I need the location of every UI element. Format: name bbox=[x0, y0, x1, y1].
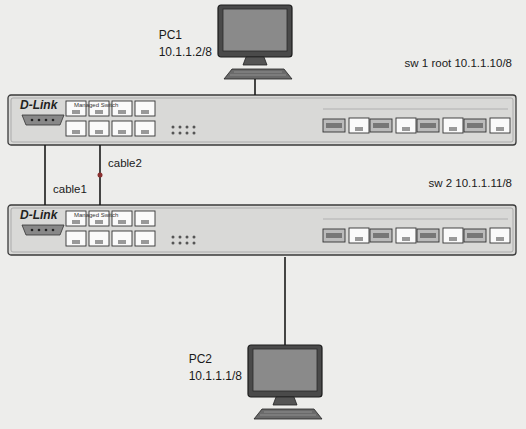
pc-node: PC1 10.1.1.2/8 bbox=[218, 5, 292, 79]
cable-line bbox=[254, 79, 256, 95]
brand-logo: D-Link bbox=[20, 208, 57, 222]
brand-logo: D-Link bbox=[20, 98, 57, 112]
cable-dot bbox=[98, 173, 103, 178]
cable-label: cable1 bbox=[51, 183, 89, 195]
switch-node: sw 2 10.1.1.11/8D-LinkManaged Switch bbox=[8, 205, 516, 257]
switch-label: sw 2 10.1.1.11/8 bbox=[428, 177, 512, 189]
pc-label: PC2 10.1.1.1/8 bbox=[189, 351, 242, 385]
cable-label: cable2 bbox=[106, 157, 144, 169]
cable-line bbox=[44, 145, 46, 205]
switch-label: sw 1 root 10.1.1.10/8 bbox=[405, 57, 512, 69]
cable-line bbox=[284, 257, 286, 345]
pc-label: PC1 10.1.1.2/8 bbox=[159, 27, 212, 61]
model-text: Managed Switch bbox=[74, 102, 118, 108]
model-text: Managed Switch bbox=[74, 212, 118, 218]
switch-node: sw 1 root 10.1.1.10/8D-LinkManaged Switc… bbox=[8, 95, 516, 145]
pc-node: PC2 10.1.1.1/8 bbox=[248, 345, 322, 419]
